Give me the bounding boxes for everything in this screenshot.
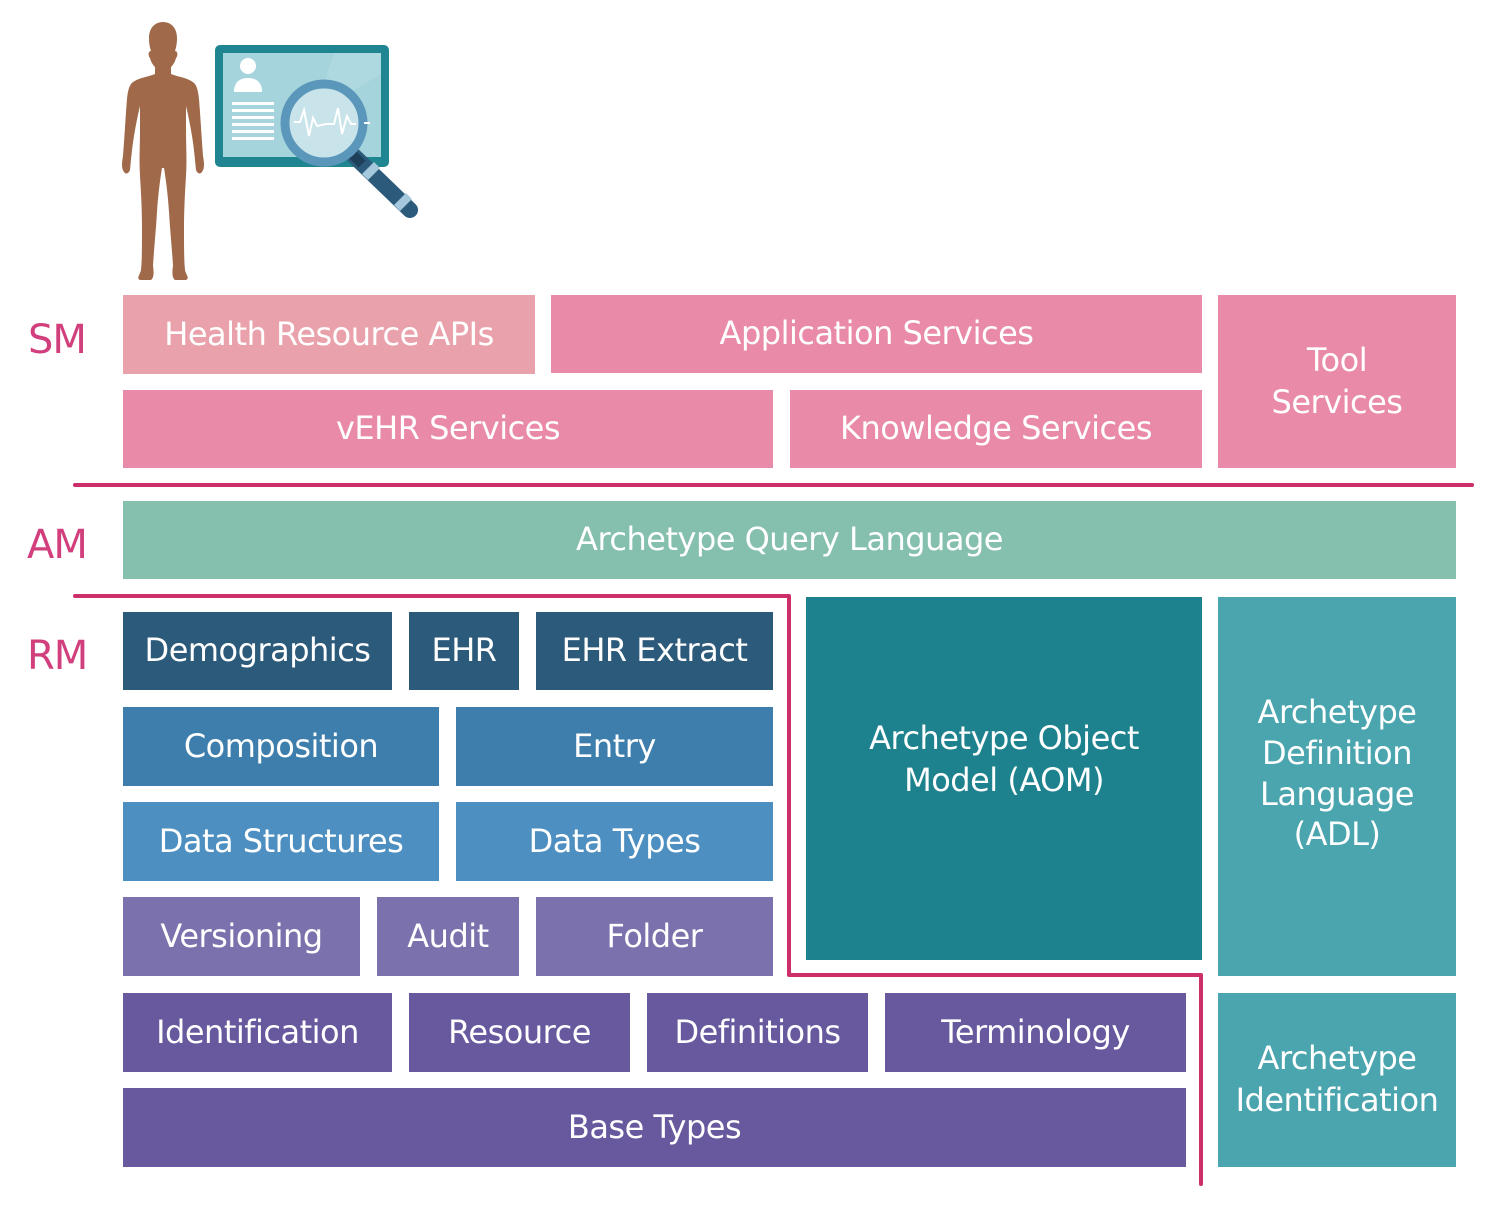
folder-box: Folder <box>536 897 773 976</box>
tool-services-box: Tool Services <box>1218 295 1456 468</box>
resource-box: Resource <box>409 993 630 1072</box>
archetype-query-language-box: Archetype Query Language <box>123 501 1456 579</box>
archetype-definition-language-box: Archetype Definition Language (ADL) <box>1218 597 1456 976</box>
ehr-extract-box: EHR Extract <box>536 612 773 690</box>
archetype-identification-box: Archetype Identification <box>1218 993 1456 1167</box>
magnifying-glass-icon <box>280 79 418 218</box>
knowledge-services-box: Knowledge Services <box>790 390 1202 468</box>
layer-label-am: AM <box>27 522 88 568</box>
layer-label-sm: SM <box>28 317 87 363</box>
audit-box: Audit <box>377 897 519 976</box>
identification-box: Identification <box>123 993 392 1072</box>
entry-box: Entry <box>456 707 773 786</box>
composition-box: Composition <box>123 707 439 786</box>
versioning-box: Versioning <box>123 897 360 976</box>
data-structures-box: Data Structures <box>123 802 439 881</box>
ehr-box: EHR <box>409 612 519 690</box>
vehr-services-box: vEHR Services <box>123 390 773 468</box>
human-body-icon <box>122 22 204 280</box>
patient-record-monitor-icon <box>215 45 418 218</box>
layer-label-rm: RM <box>27 633 88 679</box>
base-types-box: Base Types <box>123 1088 1186 1167</box>
application-services-box: Application Services <box>551 295 1202 373</box>
data-types-box: Data Types <box>456 802 773 881</box>
archetype-object-model-box: Archetype Object Model (AOM) <box>806 597 1202 960</box>
demographics-box: Demographics <box>123 612 392 690</box>
terminology-box: Terminology <box>885 993 1186 1072</box>
health-resource-apis-box: Health Resource APIs <box>123 295 535 374</box>
am-rm-divider <box>73 594 1203 1186</box>
definitions-box: Definitions <box>647 993 868 1072</box>
